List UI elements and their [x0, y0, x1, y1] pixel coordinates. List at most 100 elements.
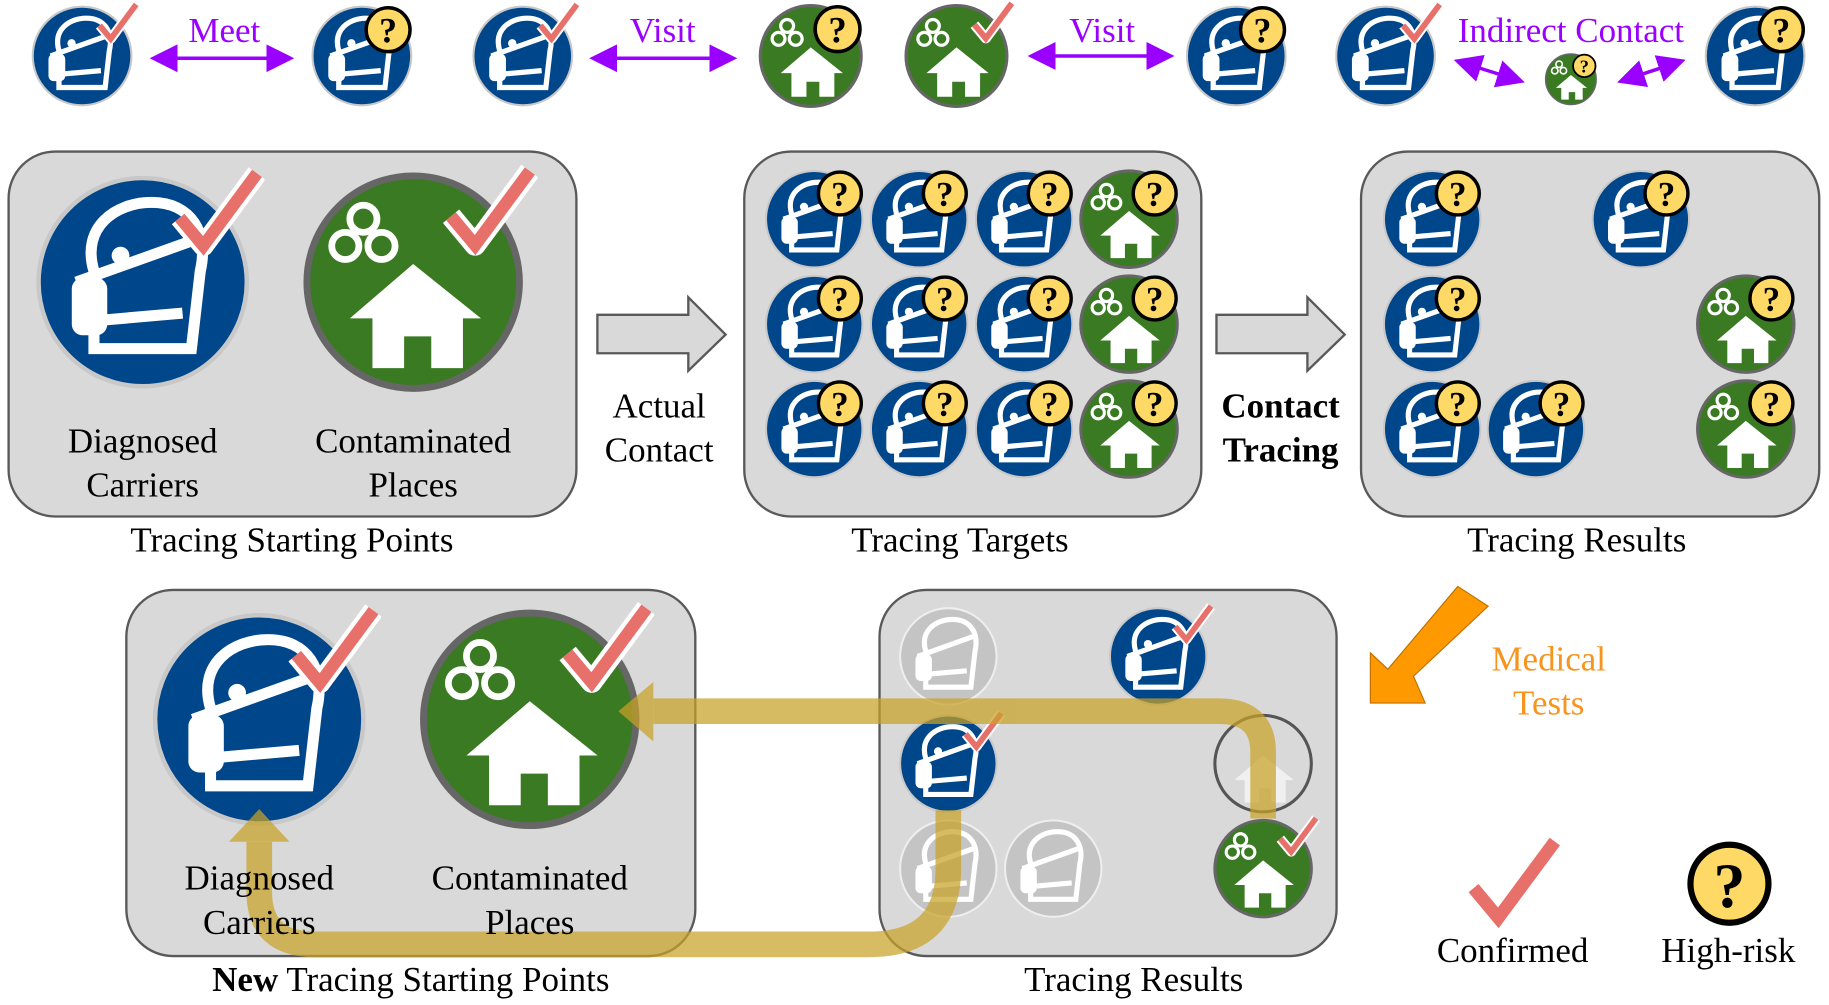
carrier-icon	[473, 7, 572, 106]
target-1-1	[871, 276, 967, 372]
tested-result-5	[1005, 820, 1101, 916]
tested-results-caption: Tracing Results	[1024, 960, 1243, 999]
feedback-arrowhead-places	[618, 682, 654, 742]
carrier-icon	[900, 715, 996, 811]
question-icon	[1026, 380, 1073, 427]
actual-contact-arrow	[596, 294, 728, 374]
target-0-0	[766, 171, 862, 267]
new-carriers-label: Diagnosed	[184, 859, 334, 898]
legend-confirmed: Confirmed	[1437, 931, 1589, 970]
target-1-0	[766, 276, 862, 372]
actual-contact-label: Actual	[613, 386, 706, 425]
place-icon	[423, 613, 636, 826]
new-places-label-2: Places	[485, 903, 574, 942]
top-icon-7	[1544, 53, 1597, 106]
carrier-icon	[155, 615, 363, 823]
carrier-icon	[33, 7, 132, 106]
relation-meet: Meet	[188, 11, 260, 50]
legend-high-risk: High-risk	[1661, 931, 1796, 970]
question-icon	[1131, 275, 1178, 322]
question-icon	[1572, 53, 1597, 78]
question-icon	[816, 275, 864, 322]
places-label-2: Places	[368, 466, 457, 505]
feedback-arrowhead-carriers	[228, 809, 290, 842]
results-caption: Tracing Results	[1467, 520, 1686, 559]
target-0-2	[976, 171, 1072, 267]
result-0	[1384, 171, 1480, 267]
indirect-arrow-left	[1453, 54, 1525, 88]
result-2	[1384, 276, 1480, 372]
top-icon-4	[904, 3, 1012, 108]
question-icon	[1026, 275, 1073, 322]
contact-tracing-label: Contact	[1221, 386, 1340, 425]
caption-new: New	[212, 960, 279, 999]
place-icon	[904, 3, 1009, 108]
new-starting-points-caption: New Tracing Starting Points	[212, 960, 609, 999]
question-icon	[1434, 170, 1481, 217]
starting-points-caption: Tracing Starting Points	[130, 520, 453, 559]
top-icon-0	[33, 4, 136, 105]
new-places-label: Contaminated	[432, 859, 629, 898]
legend-check-icon	[1474, 842, 1555, 918]
place-icon	[1213, 818, 1313, 919]
top-icon-3	[758, 3, 863, 108]
question-icon	[1434, 275, 1481, 322]
question-icon	[816, 380, 864, 427]
question-icon	[1757, 6, 1806, 54]
question-icon	[1131, 380, 1178, 427]
result-3	[1696, 274, 1796, 374]
carrier-icon	[900, 608, 996, 704]
question-icon	[921, 170, 968, 217]
top-icon-8	[1706, 7, 1805, 106]
question-icon	[1238, 6, 1287, 54]
tested-result-0	[900, 608, 996, 704]
medical-tests-label: Medical	[1491, 639, 1606, 678]
result-5	[1488, 381, 1584, 477]
question-icon	[1643, 170, 1690, 217]
actual-contact-label-2: Contact	[605, 431, 714, 470]
question-icon	[1538, 380, 1585, 427]
contact-tracing-arrow	[1215, 294, 1347, 374]
question-icon	[813, 4, 862, 54]
carrier-icon	[1005, 820, 1101, 916]
relation-visit-2: Visit	[1069, 11, 1135, 50]
relation-indirect-contact: Indirect Contact	[1458, 11, 1685, 50]
result-4	[1384, 381, 1480, 477]
targets-caption: Tracing Targets	[851, 520, 1068, 559]
feedback-paths	[228, 682, 1276, 958]
medical-tests-arrow	[1369, 585, 1490, 704]
indirect-arrow-right	[1617, 55, 1686, 87]
result-1	[1593, 171, 1689, 267]
new-carriers-label-2: Carriers	[203, 903, 316, 942]
question-icon	[921, 380, 968, 427]
carrier-icon	[1110, 608, 1206, 704]
target-0-1	[871, 171, 967, 267]
contact-tracing-label-2: Tracing	[1223, 431, 1339, 470]
carriers-label: Diagnosed	[68, 421, 218, 460]
feedback-path-carriers	[246, 810, 962, 958]
feedback-path-places	[653, 698, 1276, 819]
caption-rest: Tracing Starting Points	[278, 960, 609, 999]
relation-visit: Visit	[630, 11, 696, 50]
question-icon	[1748, 275, 1795, 322]
top-icon-6	[1336, 4, 1439, 105]
target-2-2	[976, 381, 1072, 477]
question-icon	[1026, 170, 1073, 217]
target-1-2	[976, 276, 1072, 372]
question-icon	[921, 275, 968, 322]
carrier-icon	[1336, 7, 1435, 106]
top-icon-2	[473, 4, 576, 105]
target-2-1	[871, 381, 967, 477]
carriers-label-2: Carriers	[86, 466, 199, 505]
target-2-0	[766, 381, 862, 477]
question-icon	[1131, 170, 1178, 217]
legend-question-icon	[1690, 845, 1768, 923]
question-icon	[816, 170, 864, 217]
target-0-3	[1079, 169, 1179, 269]
top-icon-5	[1187, 7, 1286, 106]
top-icon-1	[313, 7, 412, 106]
question-icon	[364, 6, 412, 54]
target-1-3	[1079, 274, 1179, 374]
result-6	[1696, 379, 1796, 479]
